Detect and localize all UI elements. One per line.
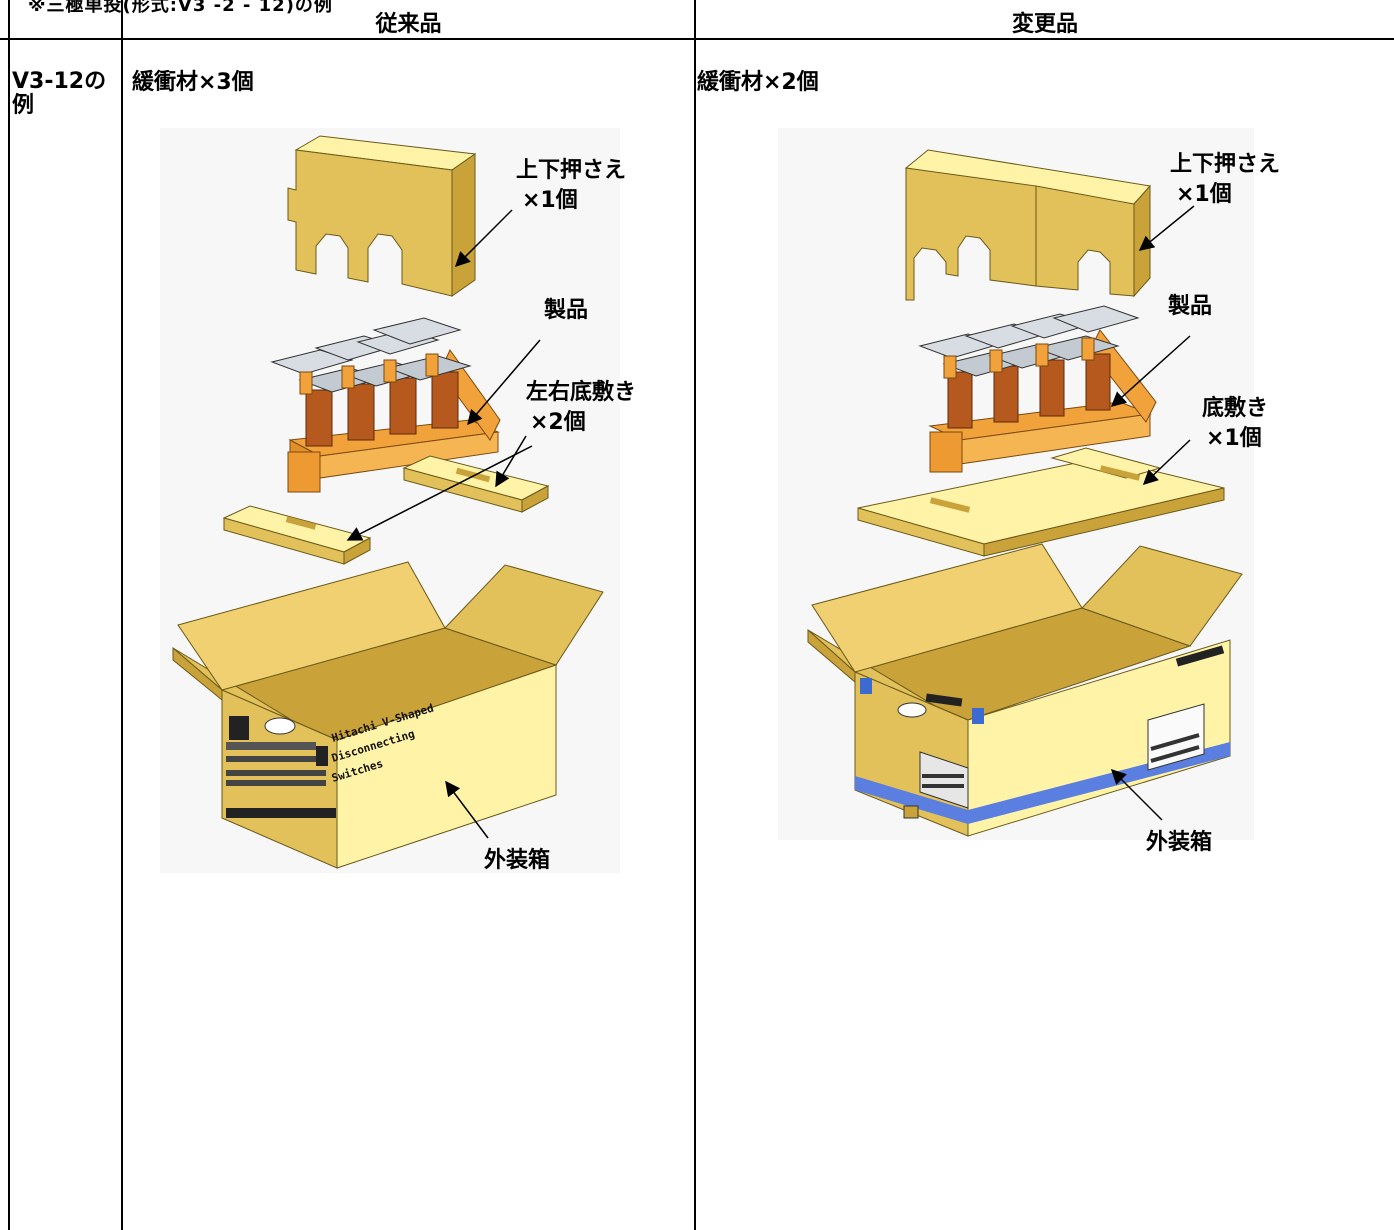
new-top-holder-icon [904, 149, 1151, 301]
new-box-arrow [1110, 768, 1163, 821]
new-bottom-pad-icon [857, 447, 1225, 557]
new-bottom-label: 底敷き ×1個 [1202, 394, 1268, 454]
header-old-product: 従来品 [375, 12, 442, 37]
new-bottom-arrow [1142, 439, 1191, 486]
old-product-label: 製品 [544, 298, 589, 323]
old-bottom-qty: ×2個 [530, 410, 586, 435]
new-bottom-qty: ×1個 [1206, 426, 1262, 451]
old-box-arrow [445, 780, 489, 839]
new-top-holder-qty: ×1個 [1176, 182, 1232, 207]
old-bottom-arrow-1 [495, 435, 527, 488]
new-product-icon [918, 305, 1157, 473]
new-top-holder-label: 上下押さえ ×1個 [1170, 150, 1280, 210]
old-top-holder-name: 上下押さえ [516, 158, 627, 183]
new-top-holder-arrow [1138, 205, 1195, 251]
table-column-divider-1 [121, 0, 123, 1230]
top-note: ※三極単投(形式:V3 -2 - 12)の例 [28, 0, 333, 16]
table-header-bottom-border [0, 38, 1394, 40]
old-bottom-pad-icon [222, 455, 550, 565]
new-outer-box-icon [807, 543, 1243, 837]
old-box-label: 外装箱 [484, 848, 551, 873]
row-label-line-1: V3-12の [12, 69, 107, 94]
old-bottom-name: 左右底敷き [526, 380, 637, 405]
old-top-holder-arrow [454, 209, 513, 268]
new-bottom-name: 底敷き [1202, 396, 1269, 421]
new-product-label: 製品 [1168, 294, 1213, 319]
new-cushion-count: 緩衝材×2個 [697, 70, 819, 95]
new-product-arrow [1110, 335, 1191, 408]
old-product-arrow [467, 339, 541, 426]
old-product-icon [270, 317, 501, 493]
row-label-line-2: 例 [12, 93, 35, 118]
old-top-holder-label: 上下押さえ ×1個 [516, 156, 626, 216]
table-left-border [8, 0, 10, 1230]
new-box-label: 外装箱 [1146, 830, 1213, 855]
old-bottom-arrow-2 [346, 445, 533, 541]
header-new-product: 変更品 [1011, 12, 1078, 37]
old-top-holder-icon [287, 135, 477, 297]
old-outer-box-icon [172, 561, 604, 869]
table-column-divider-2 [694, 0, 696, 1230]
new-top-holder-name: 上下押さえ [1170, 152, 1281, 177]
row-label: V3-12の 例 [12, 70, 106, 118]
old-cushion-count: 緩衝材×3個 [132, 70, 254, 95]
old-bottom-label: 左右底敷き ×2個 [526, 378, 636, 438]
old-top-holder-qty: ×1個 [522, 188, 578, 213]
